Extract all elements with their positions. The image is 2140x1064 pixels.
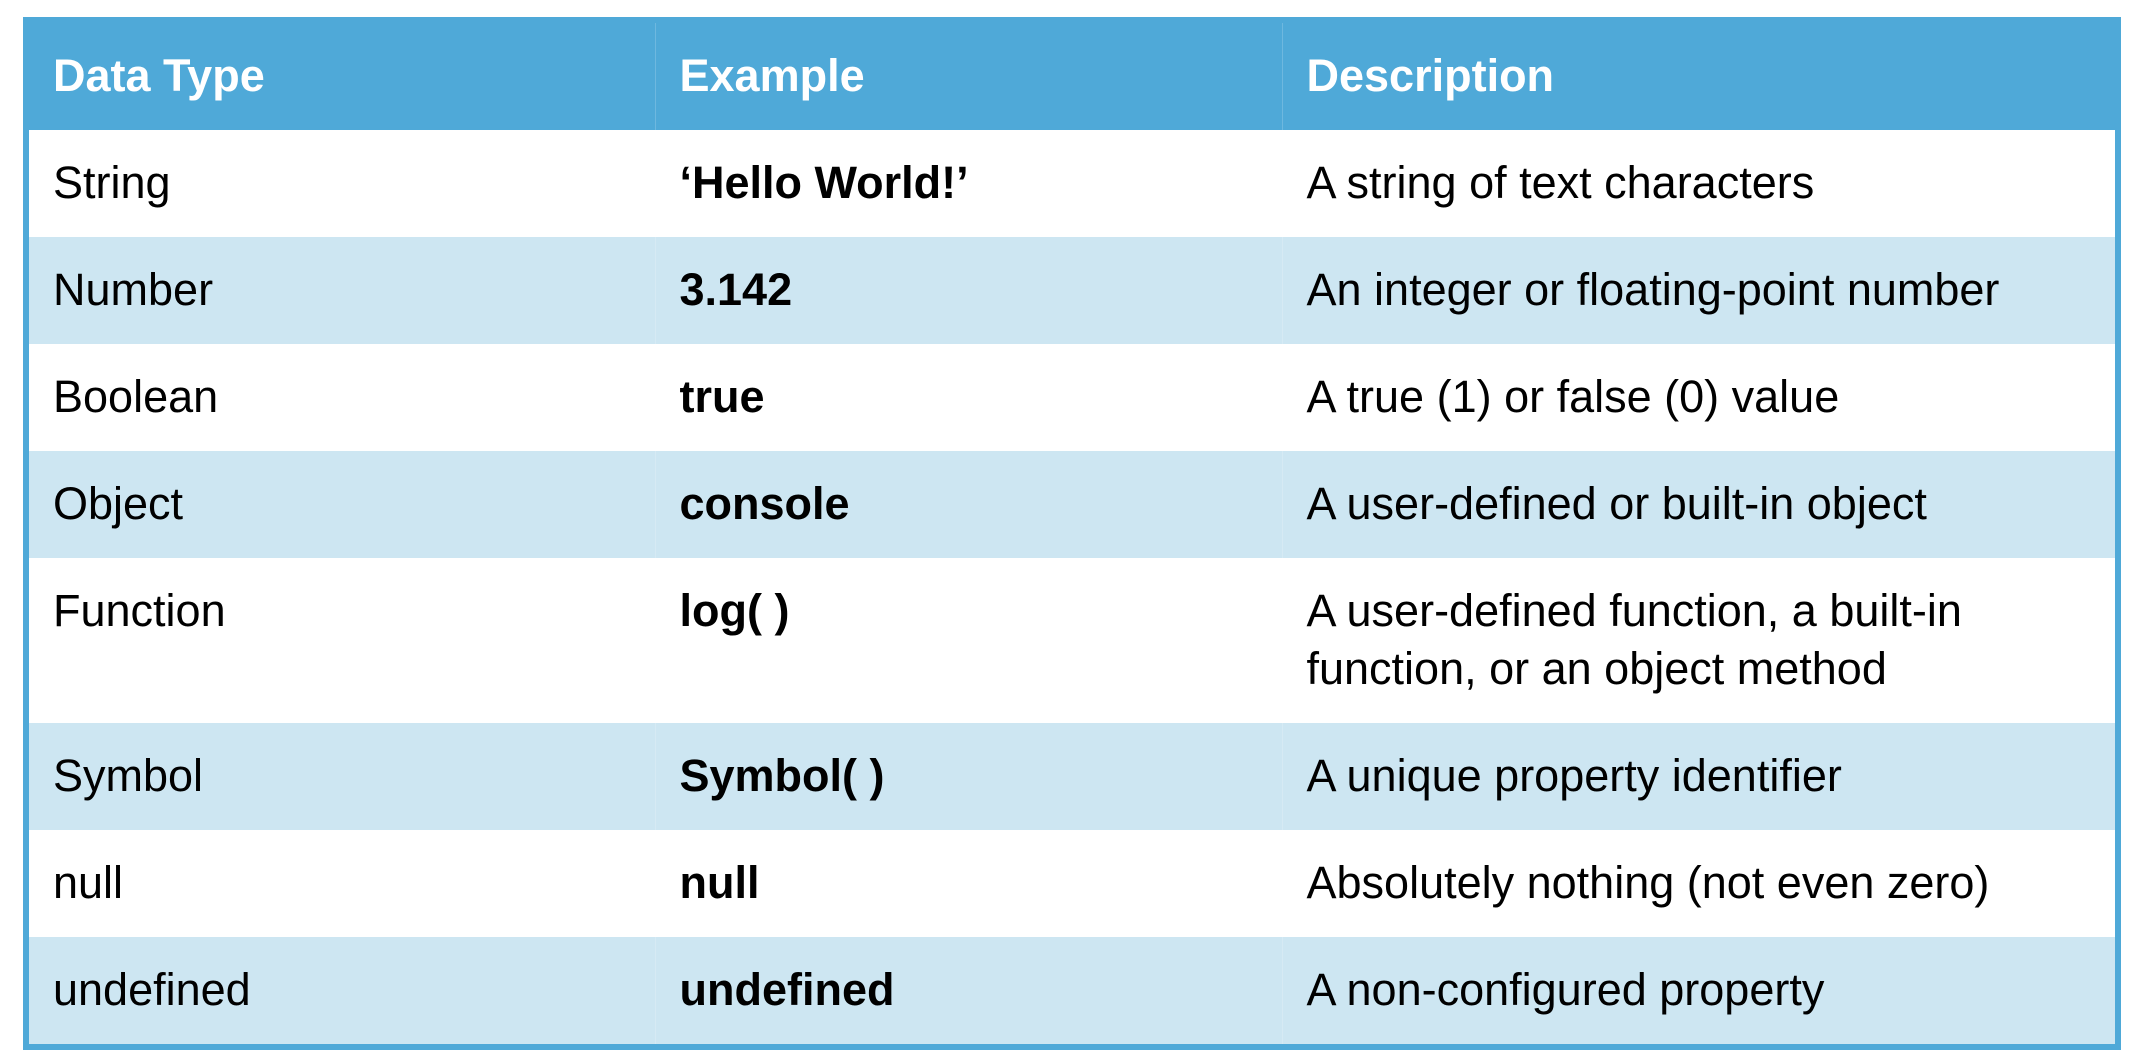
cell-description: A non-configured property [1281,937,2115,1044]
cell-example: ‘Hello World!’ [654,130,1282,237]
table-row: Number 3.142 An integer or floating-poin… [29,237,2115,344]
cell-type: Object [29,451,655,558]
cell-example: 3.142 [654,237,1282,344]
cell-example: null [654,830,1282,937]
table-row: Function log( ) A user-defined function,… [29,558,2115,723]
cell-description: An integer or floating-point number [1281,237,2115,344]
header-row: Data Type Example Description [29,23,2115,130]
cell-description: Absolutely nothing (not even zero) [1281,830,2115,937]
table-header: Data Type Example Description [29,23,2115,130]
table-row: String ‘Hello World!’ A string of text c… [29,130,2115,237]
cell-description: A user-defined function, a built-in func… [1281,558,2115,723]
table-row: Symbol Symbol( ) A unique property ident… [29,723,2115,830]
header-description: Description [1281,23,2115,130]
cell-description: A user-defined or built-in object [1281,451,2115,558]
cell-example: undefined [654,937,1282,1044]
table-row: undefined undefined A non-configured pro… [29,937,2115,1044]
cell-type: Symbol [29,723,655,830]
cell-example: log( ) [654,558,1282,723]
cell-example: console [654,451,1282,558]
data-types-table: Data Type Example Description String ‘He… [23,17,2121,1050]
cell-type: undefined [29,937,655,1044]
cell-description: A string of text characters [1281,130,2115,237]
cell-description: A unique property identifier [1281,723,2115,830]
table-row: null null Absolutely nothing (not even z… [29,830,2115,937]
cell-example: true [654,344,1282,451]
header-example: Example [654,23,1282,130]
cell-type: Boolean [29,344,655,451]
cell-type: Function [29,558,655,723]
cell-type: null [29,830,655,937]
table-row: Boolean true A true (1) or false (0) val… [29,344,2115,451]
table-body: String ‘Hello World!’ A string of text c… [29,130,2115,1044]
table-row: Object console A user-defined or built-i… [29,451,2115,558]
cell-type: String [29,130,655,237]
cell-type: Number [29,237,655,344]
cell-description: A true (1) or false (0) value [1281,344,2115,451]
table: Data Type Example Description String ‘He… [29,23,2115,1044]
cell-example: Symbol( ) [654,723,1282,830]
header-data-type: Data Type [29,23,655,130]
